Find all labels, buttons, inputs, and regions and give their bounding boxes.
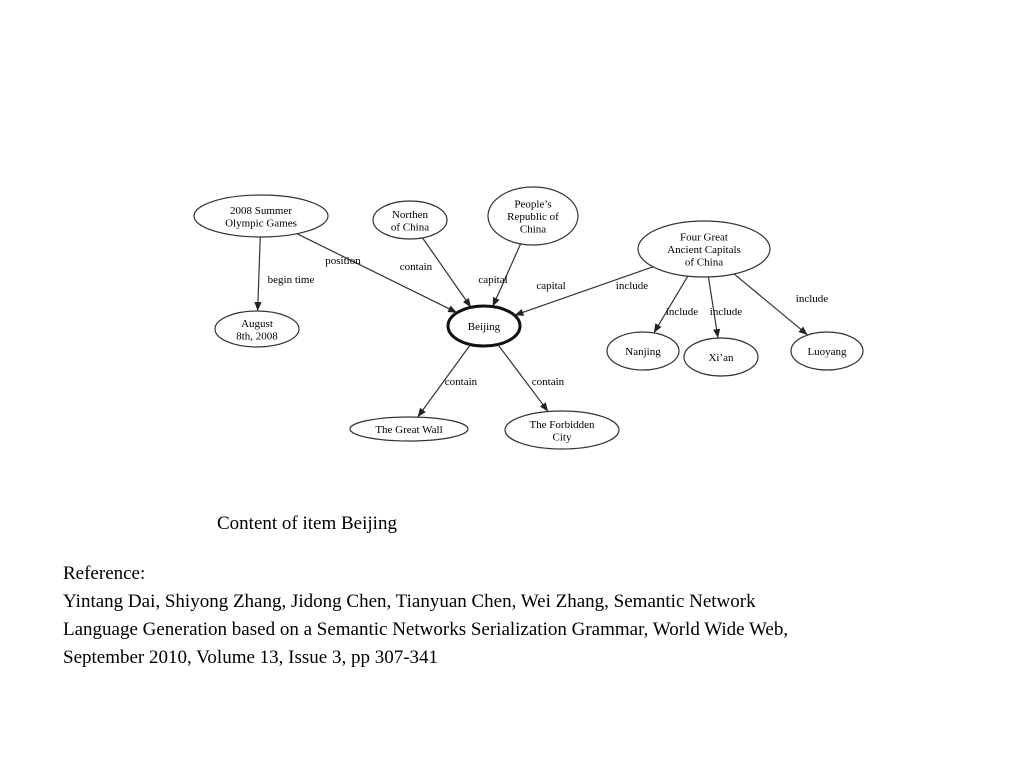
node-label: of China (685, 257, 723, 269)
edge-label: capital (536, 280, 565, 292)
reference-line: September 2010, Volume 13, Issue 3, pp 3… (63, 647, 439, 668)
node-ellipse (372, 200, 448, 240)
node-label: August (241, 318, 273, 330)
edge-beijing-to-wall (417, 344, 471, 418)
node-label: Four Great (680, 232, 728, 244)
node-ellipse (349, 416, 469, 442)
node-ellipse (446, 304, 522, 348)
node-luoyang: Luoyang (790, 331, 864, 371)
edge-capitals-to-luoyang (733, 273, 809, 336)
edge-north-to-beijing (421, 237, 472, 308)
reference-line: Yintang Dai, Shiyong Zhang, Jidong Chen,… (63, 591, 756, 612)
node-ellipse (683, 337, 759, 377)
node-xian: Xi’an (683, 337, 759, 377)
node-label: Xi’an (708, 352, 734, 364)
node-wall: The Great Wall (349, 416, 469, 442)
node-label: Nanjing (625, 346, 661, 358)
edge-label: contain (400, 261, 433, 273)
node-beijing: Beijing (446, 304, 522, 348)
edge-label: include (796, 293, 828, 305)
semantic-network-diagram: begin time position contain capital capital i… (193, 186, 864, 450)
node-label: The Great Wall (375, 424, 442, 436)
node-ellipse (606, 331, 680, 371)
edge-label-extra: include (616, 280, 648, 292)
reference-block: Reference: Yintang Dai, Shiyong Zhang, J… (63, 560, 983, 672)
node-label: of China (391, 221, 429, 233)
edge-capitals-to-nanjing (653, 275, 689, 334)
node-label: Luoyang (807, 346, 847, 358)
edge-label: include (666, 306, 698, 318)
node-label: The Forbidden (529, 419, 595, 431)
node-ellipse (504, 410, 620, 450)
node-ellipse (487, 186, 579, 246)
node-label: Ancient Capitals (667, 244, 741, 256)
edge-label: include (710, 306, 742, 318)
reference-line: Language Generation based on a Semantic … (63, 619, 789, 640)
node-label: People’s (514, 199, 551, 211)
node-label: City (553, 431, 572, 443)
node-ellipse (790, 331, 864, 371)
edge-label: position (325, 255, 361, 267)
edge-beijing-to-forbidden (497, 344, 549, 412)
edge-capitals-to-beijing (514, 266, 654, 316)
node-ellipse (193, 194, 329, 238)
edge-label: capital (478, 274, 507, 286)
edge-olympics-to-august (254, 236, 262, 312)
node-ellipse (637, 220, 771, 278)
node-label: Northen (392, 209, 429, 221)
node-label: China (520, 224, 546, 236)
edge-capitals-to-xian (707, 276, 721, 339)
node-ellipse (214, 310, 300, 348)
node-label: 8th, 2008 (236, 330, 278, 342)
figure-caption: Content of item Beijing (217, 513, 397, 534)
node-label: Beijing (468, 321, 501, 333)
edge-olympics-to-beijing (296, 233, 458, 314)
node-label: Olympic Games (225, 217, 297, 229)
edge-label: begin time (268, 274, 315, 286)
node-label: Republic of (507, 211, 559, 223)
node-nanjing: Nanjing (606, 331, 680, 371)
edge-label: contain (532, 376, 565, 388)
reference-heading: Reference: (63, 563, 146, 584)
node-label: 2008 Summer (230, 205, 292, 217)
edge-prc-to-beijing (492, 243, 522, 307)
edge-label: contain (445, 376, 478, 388)
